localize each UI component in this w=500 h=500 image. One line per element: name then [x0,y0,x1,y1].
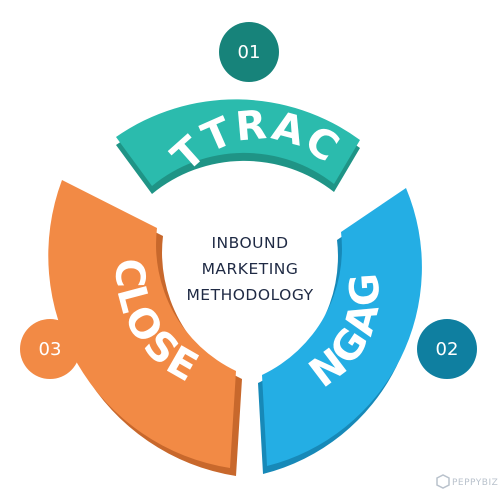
segment-close: CLOSE [48,180,242,476]
center-line-2: MARKETING [202,260,299,278]
badge-02-label: 02 [436,339,459,360]
badge-01-circle [219,22,279,82]
segment-attract: ATTRACT [0,0,360,194]
badge-03-label: 03 [39,339,62,360]
segment-attract-shape [116,99,360,186]
segment-close-shape [48,180,236,468]
segment-attract-label: ATTRACT [0,0,346,180]
logo-hexagon-icon [436,474,450,489]
badge-02: 02 [417,319,477,379]
center-title: INBOUND MARKETING METHODOLOGY [186,234,313,304]
svg-text:ATTRACT: ATTRACT [0,0,348,180]
center-line-3: METHODOLOGY [186,286,313,304]
badge-03-circle [20,319,80,379]
center-line-1: INBOUND [211,234,288,252]
badge-01-label: 01 [238,42,261,63]
badge-02-circle [417,319,477,379]
badge-01: 01 [219,22,279,82]
logo-text: PEPPYBIZ [452,478,498,488]
brand-logo: PEPPYBIZ [436,474,498,489]
segment-engage-shape [262,188,422,466]
badge-03: 03 [20,319,80,379]
